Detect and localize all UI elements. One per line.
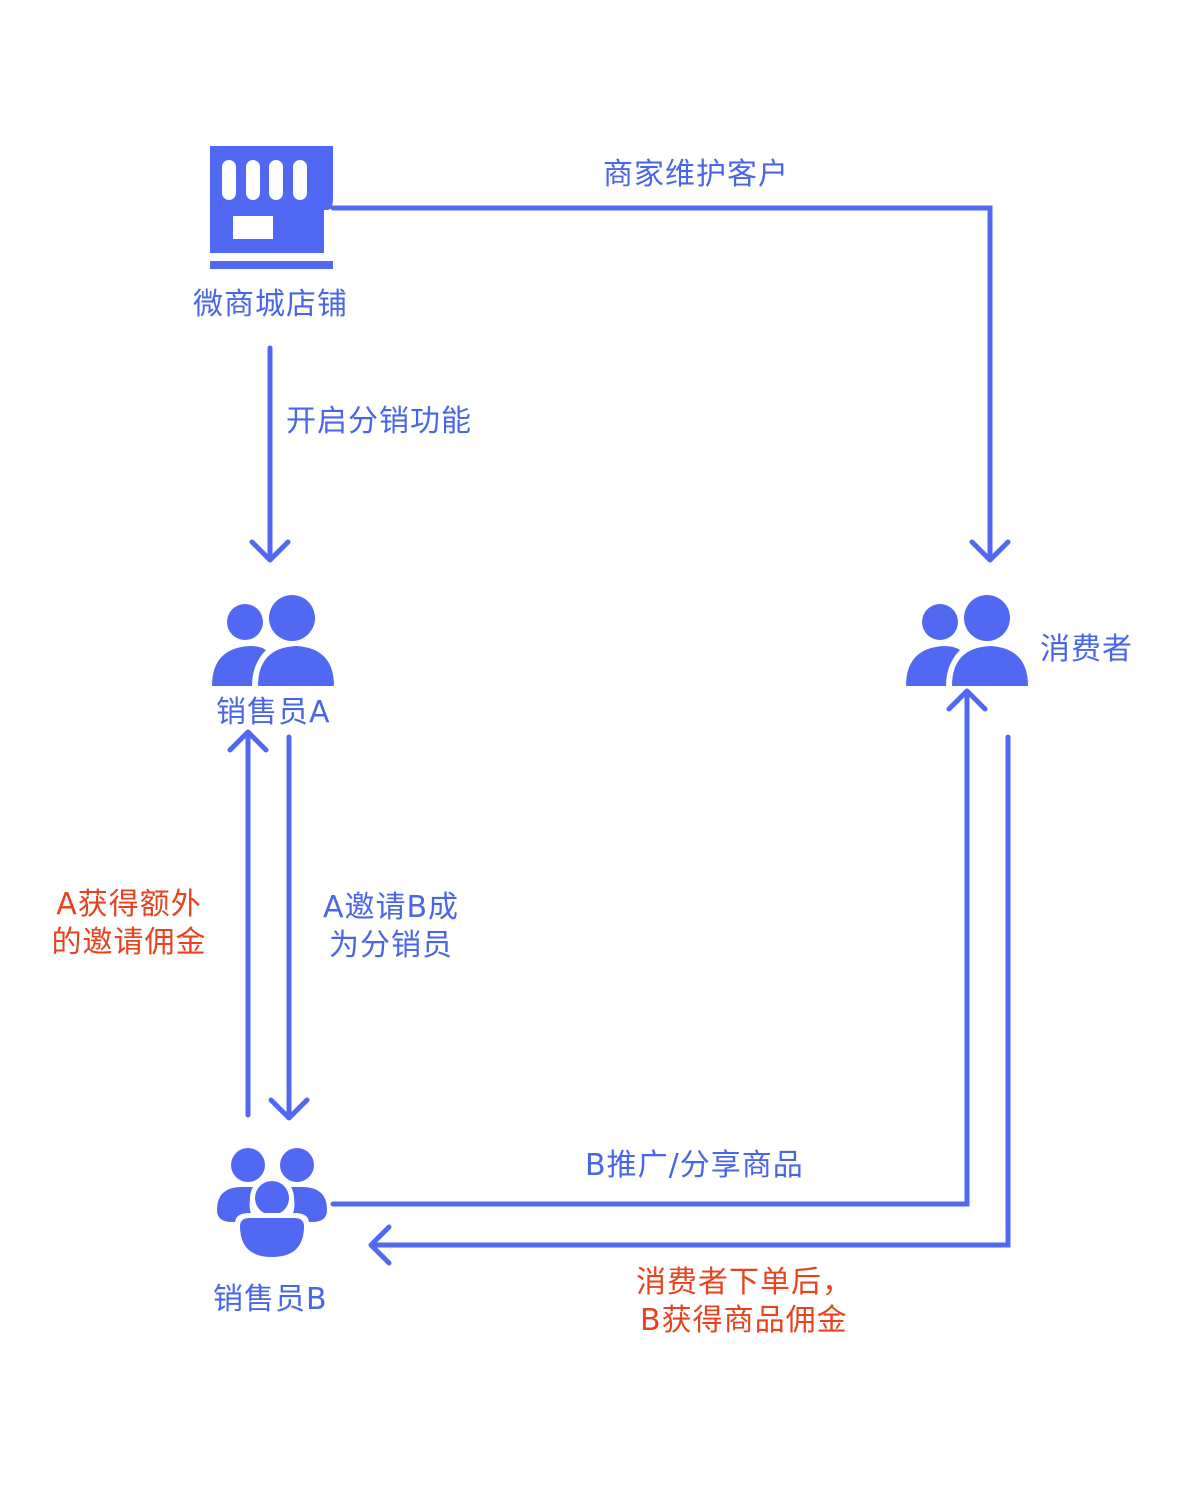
edge-label-consumer-to-b: 消费者下单后， B获得商品佣金 <box>636 1264 853 1340</box>
seller-a-icon <box>212 595 334 686</box>
arrowhead-down-icon <box>969 539 1011 563</box>
arrowhead-left-icon <box>368 1224 392 1266</box>
edge-label-a-invites-b: A邀请B成 为分销员 <box>316 889 466 965</box>
arrowhead-up-icon <box>227 729 269 753</box>
seller-b-icon <box>217 1148 327 1262</box>
edge-label-store-to-seller-a: 开启分销功能 <box>286 404 472 439</box>
consumer-icon <box>906 595 1028 686</box>
edge-consumer-to-b <box>368 734 1011 1266</box>
arrowhead-down-icon <box>249 539 291 563</box>
edge-store-to-seller-a <box>249 345 291 563</box>
node-label-consumer: 消费者 <box>1040 632 1133 667</box>
edge-label-commission-to-a: A获得额外 的邀请佣金 <box>44 886 214 962</box>
node-label-seller-b: 销售员B <box>213 1282 328 1317</box>
edge-label-a-invites-b-line2: 为分销员 <box>329 928 453 963</box>
edge-label-b-to-consumer: B推广/分享商品 <box>585 1148 804 1183</box>
edge-a-invites-b <box>268 734 310 1121</box>
edge-label-commission-to-a-line2: 的邀请佣金 <box>51 925 207 960</box>
edge-label-consumer-to-b-line2: B获得商品佣金 <box>640 1303 848 1338</box>
edge-label-consumer-to-b-line1: 消费者下单后， <box>636 1265 853 1300</box>
edge-label-store-to-consumer: 商家维护客户 <box>603 157 789 192</box>
node-label-seller-a: 销售员A <box>216 695 331 730</box>
edge-label-a-invites-b-line1: A邀请B成 <box>322 890 460 925</box>
node-label-store: 微商城店铺 <box>193 287 348 322</box>
edge-commission-to-a <box>227 729 269 1118</box>
storefront-icon <box>210 146 333 269</box>
arrowhead-down-icon <box>268 1097 310 1121</box>
edge-store-to-consumer <box>330 205 1011 563</box>
edge-b-to-consumer <box>330 688 988 1207</box>
edge-label-commission-to-a-line1: A获得额外 <box>56 887 202 922</box>
arrowhead-up-icon <box>946 688 988 712</box>
